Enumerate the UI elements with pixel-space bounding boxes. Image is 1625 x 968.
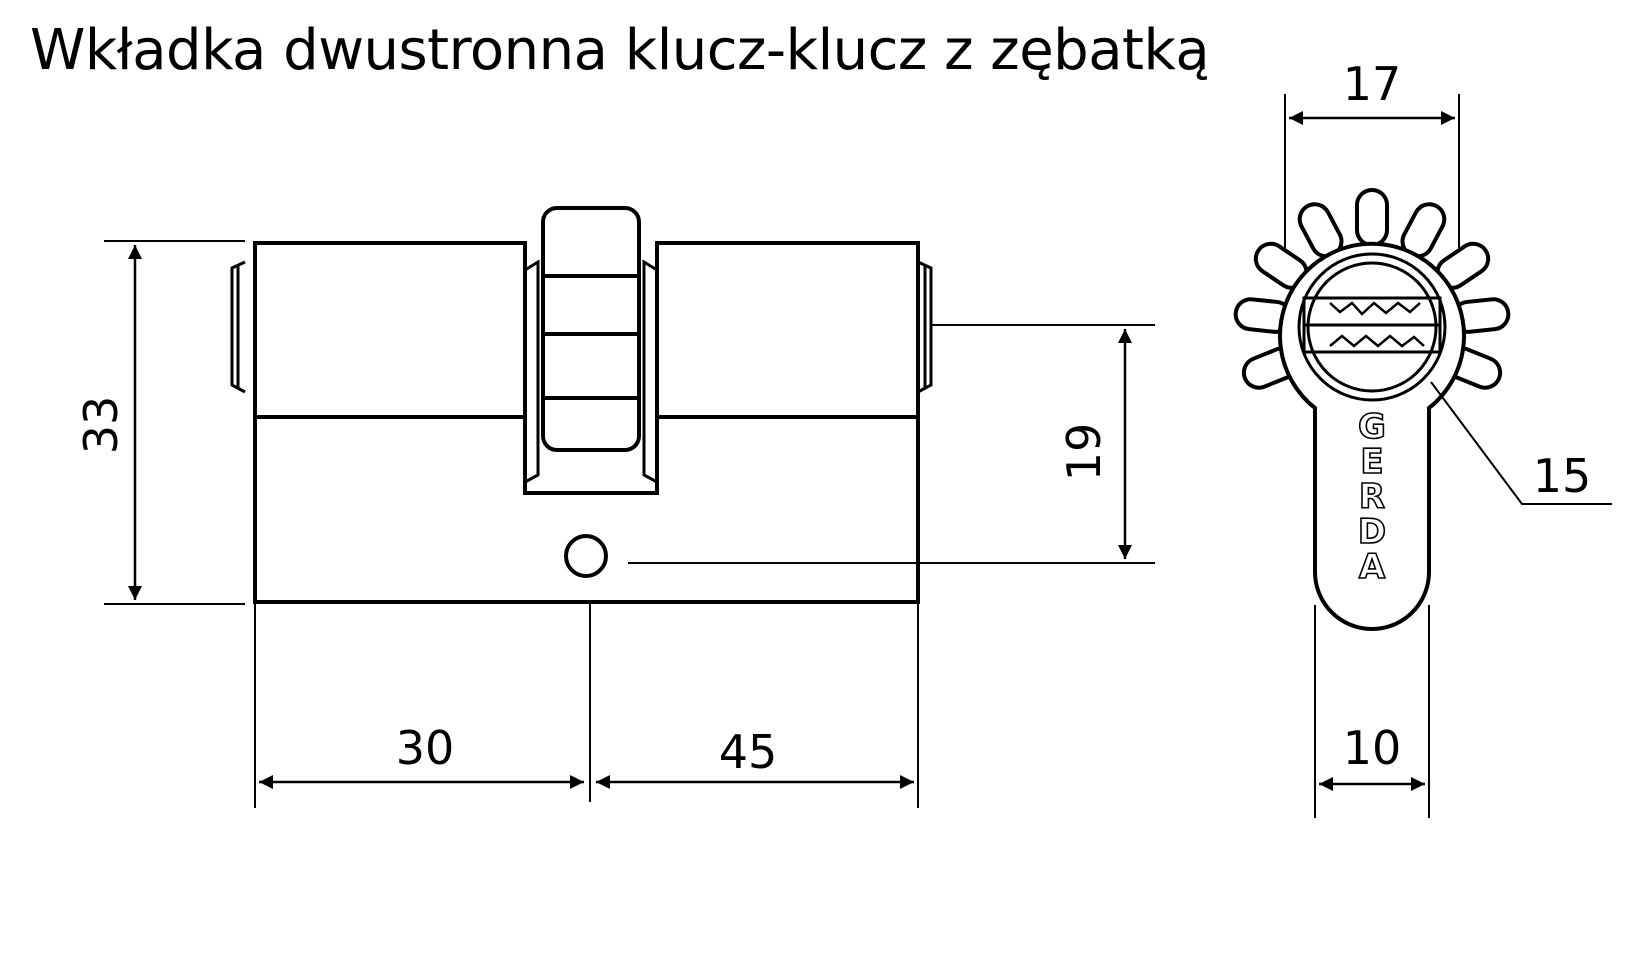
brand-logo: G E R D A xyxy=(1357,406,1387,588)
brand-letter: D xyxy=(1358,512,1386,552)
dimension-end-width: 17 xyxy=(1284,57,1460,248)
cylinder-end-view: G E R D A xyxy=(1233,188,1511,631)
dimension-offset: 19 xyxy=(628,324,1155,564)
page-title: Wkładka dwustronna klucz-klucz z zębatką xyxy=(30,18,1210,83)
dimension-left-length-label: 30 xyxy=(396,721,455,775)
dimension-gear-diameter: 15 xyxy=(1430,381,1612,505)
dimension-bottom-width: 10 xyxy=(1314,605,1430,818)
cylinder-side-view xyxy=(230,206,933,604)
dimension-gear-diameter-label: 15 xyxy=(1533,449,1592,503)
brand-letter: E xyxy=(1360,442,1383,482)
dimension-end-width-label: 17 xyxy=(1343,57,1402,111)
dimension-height: 33 xyxy=(74,240,245,605)
brand-letter: A xyxy=(1359,547,1386,587)
dimension-offset-label: 19 xyxy=(1057,423,1111,482)
brand-letter: R xyxy=(1359,477,1385,517)
dimension-lengths: 30 45 xyxy=(254,604,919,808)
dimension-bottom-width-label: 10 xyxy=(1343,721,1402,775)
dimension-height-label: 33 xyxy=(74,396,128,455)
dimension-right-length-label: 45 xyxy=(719,725,778,779)
brand-letter: G xyxy=(1358,407,1386,447)
